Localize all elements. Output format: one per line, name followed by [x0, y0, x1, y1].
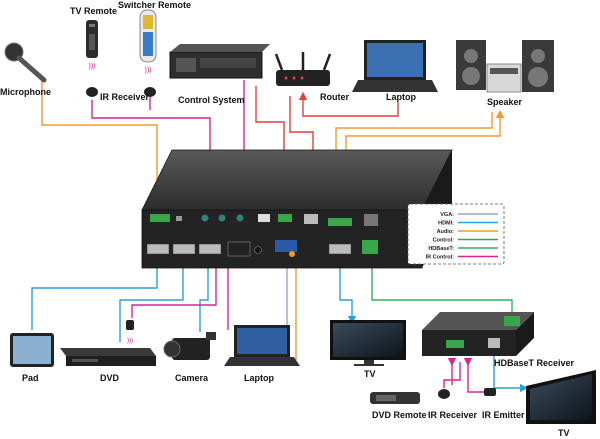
control-system-device — [169, 44, 270, 79]
tv-bottom-device — [526, 370, 596, 424]
svg-text:))): ))) — [127, 338, 133, 344]
cable-hdmi-pad — [31, 260, 162, 330]
label-control-system: Control System — [178, 95, 245, 105]
label-tv-bottom: TV — [558, 428, 570, 438]
ir-receiver-bottom-device — [438, 389, 450, 399]
label-ir-receiver-bottom: IR Receiver — [428, 410, 478, 420]
label-hdbaset-receiver: HDBaseT Receiver — [494, 358, 575, 368]
cable-audio-microphone — [41, 80, 162, 210]
laptop-top-device — [352, 40, 438, 92]
presentation-switcher — [141, 149, 453, 269]
legend-label: VGA: — [440, 212, 454, 218]
label-speaker: Speaker — [487, 97, 523, 107]
label-tv-mid: TV — [364, 369, 376, 379]
svg-text:))): ))) — [145, 67, 152, 74]
label-ir-emitter: IR Emitter — [482, 410, 525, 420]
label-tv-remote: TV Remote — [70, 6, 117, 16]
speaker-device — [456, 40, 554, 93]
label-laptop-bottom: Laptop — [244, 373, 274, 383]
legend-label: Control: — [433, 238, 455, 244]
cable-ir-receiver-bottom-2 — [443, 362, 461, 388]
tv-mid-device — [330, 320, 406, 366]
switcher-remote-device: ))) — [139, 9, 157, 74]
microphone-device — [4, 42, 47, 83]
label-dvd: DVD — [100, 373, 120, 383]
legend-label: IR Control: — [426, 255, 455, 261]
camera-device — [163, 332, 216, 360]
ir-receiver-top-device — [86, 87, 156, 110]
cable-hdmi-tv — [339, 262, 357, 325]
label-pad: Pad — [22, 373, 39, 383]
legend-label: Audio: — [437, 229, 455, 235]
legend-label: HDMI: — [438, 221, 454, 227]
legend-label: HDBaseT: — [428, 246, 454, 252]
cable-ir-dvd — [131, 257, 221, 318]
hdbaset-receiver-device — [422, 312, 534, 356]
dvd-device: ))) — [60, 320, 156, 366]
label-camera: Camera — [175, 373, 209, 383]
label-microphone: Microphone — [0, 87, 51, 97]
cable-laptop-router — [298, 91, 399, 117]
tv-remote-device: ))) — [86, 20, 98, 70]
pad-device — [10, 333, 54, 367]
svg-text:))): ))) — [89, 63, 96, 70]
router-device — [274, 52, 332, 86]
cable-hdmi-camera — [199, 260, 213, 332]
dvd-remote-device — [370, 392, 420, 404]
label-dvd-remote: DVD Remote — [372, 410, 427, 420]
laptop-bottom-device — [224, 325, 300, 366]
cable-hdbaset — [371, 262, 517, 321]
label-router: Router — [320, 92, 349, 102]
label-ir-receiver-top: IR Receiver — [100, 92, 150, 102]
cable-ir-emitter — [463, 357, 486, 393]
cable-hdmi-dvd — [119, 260, 188, 342]
ir-emitter-device — [484, 388, 496, 396]
label-laptop-top: Laptop — [386, 92, 416, 102]
label-switcher-remote: Switcher Remote — [118, 0, 191, 10]
legend: VGA: HDMI: Audio: Control: HDBaseT: IR Contro… — [407, 203, 505, 265]
